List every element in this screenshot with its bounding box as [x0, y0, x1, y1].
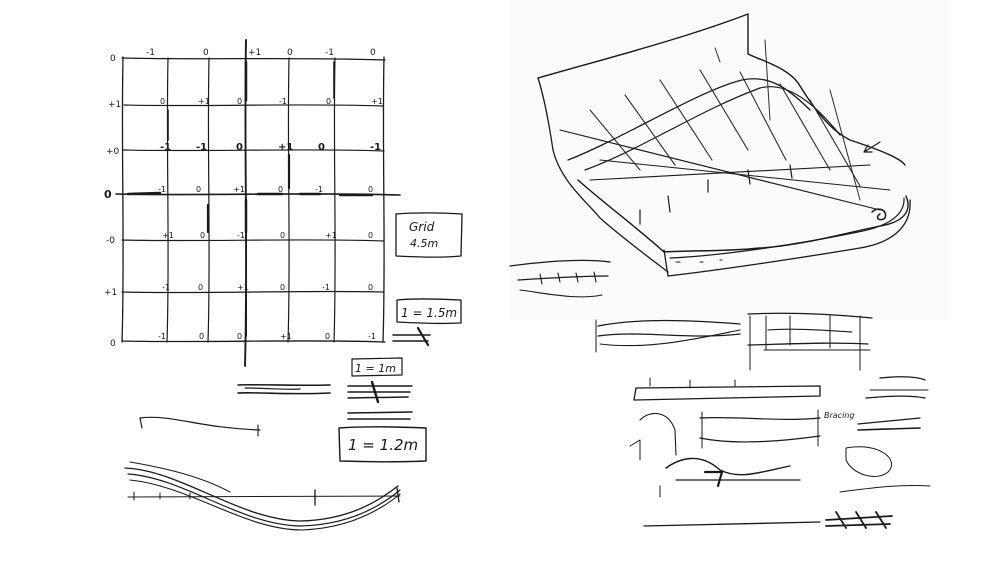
grid-left-label: +1 [104, 288, 117, 298]
grid-cell-value: 0 [325, 332, 330, 341]
grid-size-note: Grid 4.5m [395, 212, 463, 258]
grid-sketch: -1 0 +1 0 -1 0 0 +1 +0 0 -0 +1 0 0 +1 0 … [104, 39, 401, 367]
right-small-details: Bracing [824, 376, 931, 529]
grid-top-label: -1 [325, 48, 334, 58]
plank-section [633, 377, 821, 401]
grid-cell-value: 0 [237, 332, 242, 341]
grid-top-label: 0 [370, 48, 376, 58]
grid-cell-value: 0 [280, 231, 285, 240]
grid-top-label: -1 [146, 48, 155, 58]
grid-note-size: 4.5m [410, 237, 438, 250]
canopy-perspective [537, 13, 911, 277]
scale-note-2: 1 = 1m [347, 357, 413, 420]
grid-cell-value: 0 [200, 231, 205, 240]
scale-note-3: 1 = 1.2m [338, 426, 427, 463]
roof-section-small [509, 259, 611, 298]
scale-note-1: 1 = 1.5m [392, 298, 462, 347]
grid-cell-value: 0 [199, 332, 204, 341]
grid-cell-value: +1 [162, 231, 174, 240]
profile-details [629, 409, 821, 527]
grid-cell-value: 0 [196, 185, 201, 194]
grid-left-label: +1 [108, 100, 121, 110]
grid-left-label: +0 [106, 147, 120, 157]
grid-cell-value: +1 [278, 142, 293, 153]
grid-left-label: 0 [110, 54, 116, 64]
grid-cell-value: -1 [368, 332, 376, 341]
grid-cell-value: -1 [158, 332, 166, 341]
grid-cell-value: +1 [233, 185, 245, 194]
paper-shadow [510, 0, 950, 320]
left-catenary-section [124, 461, 401, 531]
scale-note-3-text: 1 = 1.2m [348, 436, 418, 454]
scale-note-2-text: 1 = 1m [355, 362, 396, 375]
grid-cell-value: -1 [196, 142, 207, 153]
grid-cell-value: -1 [158, 185, 166, 194]
grid-cell-value: +1 [325, 231, 337, 240]
grid-cell-value: -1 [315, 185, 323, 194]
grid-cell-value: -1 [322, 283, 330, 292]
grid-cell-value: 0 [280, 283, 285, 292]
grid-cell-value: 0 [326, 97, 331, 106]
grid-cell-value: 0 [198, 283, 203, 292]
grid-cell-value: 0 [368, 185, 373, 194]
grid-top-label: +1 [248, 48, 261, 58]
grid-cell-value: 0 [236, 142, 243, 153]
elevation-strip [595, 312, 873, 371]
bracing-label: Bracing [824, 411, 854, 420]
grid-cell-value: -1 [162, 283, 170, 292]
scale-note-1-text: 1 = 1.5m [401, 306, 457, 320]
grid-cell-value: 0 [318, 142, 325, 153]
grid-cell-value: 0 [160, 97, 165, 106]
grid-cell-value: -1 [370, 142, 381, 153]
grid-cell-value: -1 [160, 142, 171, 153]
grid-cell-value: +1 [237, 283, 249, 292]
grid-top-label: 0 [203, 48, 209, 58]
grid-top-label: 0 [287, 48, 293, 58]
grid-cell-value: 0 [368, 231, 373, 240]
grid-cell-value: -1 [279, 97, 287, 106]
left-section-strips [139, 383, 331, 437]
grid-cell-value: 0 [237, 97, 242, 106]
grid-cell-value: +1 [280, 332, 292, 341]
grid-cell-value: 0 [368, 283, 373, 292]
grid-cell-value: -1 [237, 231, 245, 240]
grid-cell-value: +1 [198, 97, 210, 106]
grid-cell-value: 0 [278, 185, 283, 194]
grid-left-label: 0 [110, 339, 116, 349]
grid-cell-value: +1 [371, 97, 383, 106]
grid-note-title: Grid [409, 220, 435, 234]
grid-left-label: 0 [104, 188, 112, 201]
grid-left-label: -0 [106, 236, 115, 246]
